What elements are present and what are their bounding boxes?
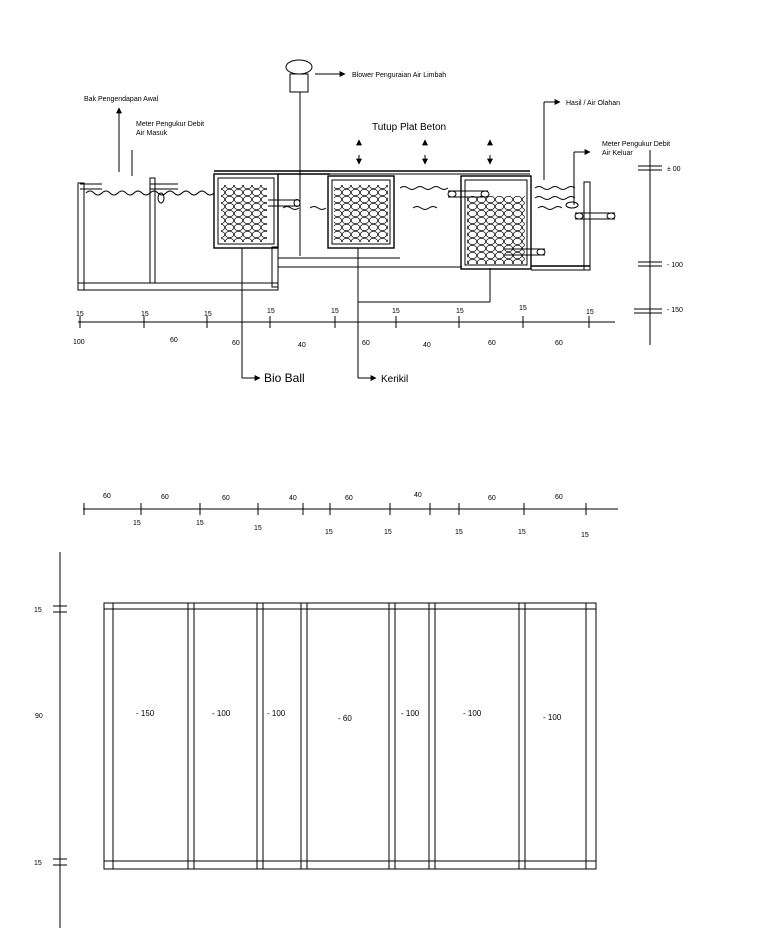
section-dim-top: 15 — [267, 308, 275, 315]
plan-dim-bottom: 15 — [581, 532, 589, 539]
elevation-label: - 100 — [667, 262, 683, 269]
plan-dim-bottom: 15 — [518, 529, 526, 536]
section-dim-bottom: 60 — [170, 337, 178, 344]
effluent-label: Hasil / Air Olahan — [566, 100, 620, 107]
plan-dim-top: 40 — [289, 495, 297, 502]
bio-ball-label: Bio Ball — [264, 371, 305, 385]
inflow-meter-label-line1: Meter Pengukur Debit — [136, 121, 204, 128]
section-view — [77, 59, 662, 381]
plan-dim-top: 40 — [414, 492, 422, 499]
plan-depth-label: - 100 — [463, 709, 482, 718]
outlet-chamber — [531, 181, 616, 271]
section-dim-bottom: 40 — [298, 342, 306, 349]
section-dim-top: 15 — [392, 308, 400, 315]
elevation-label: - 150 — [667, 307, 683, 314]
plan-view — [53, 503, 618, 928]
plan-dim-top: 60 — [161, 494, 169, 501]
plan-dim-bottom: 15 — [325, 529, 333, 536]
section-dim-bottom: 40 — [423, 342, 431, 349]
section-dim-top: 15 — [141, 311, 149, 318]
plan-dim-bottom: 15 — [384, 529, 392, 536]
section-dimension-line — [78, 316, 615, 328]
elevation-label: ± 00 — [667, 166, 681, 173]
section-dim-bottom: 60 — [362, 340, 370, 347]
bio-ball-chamber-2 — [447, 175, 546, 270]
plan-side-dim: 15 — [34, 607, 42, 614]
section-dim-top: 15 — [76, 311, 84, 318]
outflow-meter-label-line1: Meter Pengukur Debit — [602, 141, 670, 148]
plan-depth-label: - 100 — [543, 713, 562, 722]
section-dim-bottom: 60 — [232, 340, 240, 347]
blower-icon — [285, 59, 346, 93]
settling-tank-label: Bak Pengendapan Awal — [84, 96, 159, 103]
section-dim-top: 15 — [519, 305, 527, 312]
plan-dim-bottom: 15 — [455, 529, 463, 536]
plan-dim-top: 60 — [555, 494, 563, 501]
section-dim-top: 15 — [331, 308, 339, 315]
plan-side-dim: 90 — [35, 713, 43, 720]
gravel-chamber — [327, 175, 449, 259]
plan-depth-label: - 100 — [267, 709, 286, 718]
plan-dim-top: 60 — [345, 495, 353, 502]
gravel-label: Kerikil — [381, 374, 408, 385]
plan-depth-label: - 100 — [212, 709, 231, 718]
blower-label: Blower Penguraian Air Limbah — [352, 72, 446, 79]
plan-depth-label: - 150 — [136, 709, 155, 718]
plan-depth-label: - 60 — [338, 714, 352, 723]
plan-dim-top: 60 — [103, 493, 111, 500]
section-dim-top: 15 — [456, 308, 464, 315]
inflow-meter-label-line2: Air Masuk — [136, 130, 168, 137]
plan-dim-bottom: 15 — [254, 525, 262, 532]
outflow-meter-label-line2: Air Keluar — [602, 150, 633, 157]
plan-depth-label: - 100 — [401, 709, 420, 718]
bio-ball-chamber-1 — [213, 173, 301, 249]
section-dim-bottom: 60 — [488, 340, 496, 347]
plan-side-dim: 15 — [34, 860, 42, 867]
plan-dim-bottom: 15 — [133, 520, 141, 527]
section-dim-bottom: 100 — [73, 339, 85, 346]
plan-dim-top: 60 — [488, 495, 496, 502]
elevation-scale — [634, 150, 662, 345]
plan-dim-bottom: 15 — [196, 520, 204, 527]
plan-dim-top: 60 — [222, 495, 230, 502]
cover-arrows — [356, 139, 493, 165]
section-dim-bottom: 60 — [555, 340, 563, 347]
concrete-cover-label: Tutup Plat Beton — [372, 122, 446, 133]
section-dim-top: 15 — [204, 311, 212, 318]
section-dim-top: 15 — [586, 309, 594, 316]
